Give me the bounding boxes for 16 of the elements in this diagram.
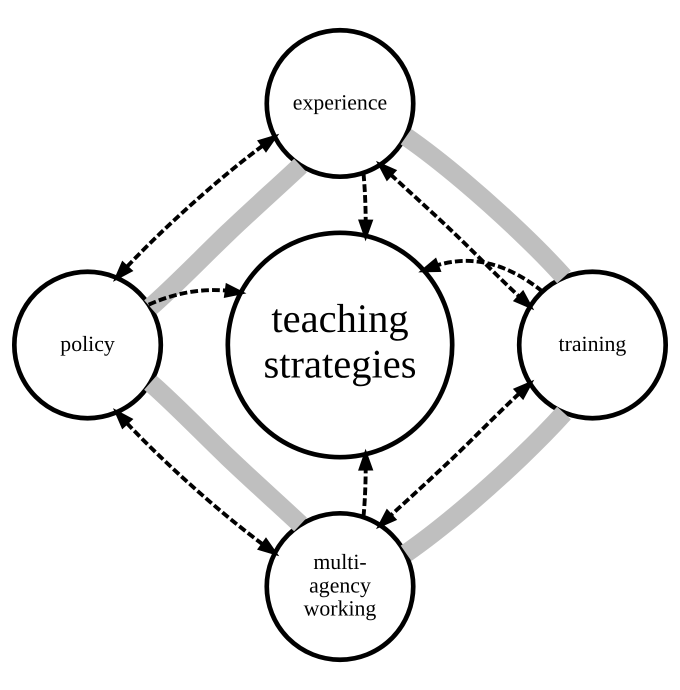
- arrow: [418, 258, 544, 294]
- node-circle: training: [516, 269, 668, 421]
- node-circle: teaching strategies: [225, 230, 455, 460]
- connector: [400, 129, 571, 284]
- arrow: [148, 282, 246, 306]
- arrow: [358, 448, 374, 518]
- connector: [144, 376, 307, 532]
- node-circle: policy: [12, 269, 164, 421]
- arrow: [376, 160, 534, 310]
- node-circle: experience: [264, 28, 416, 180]
- arrow: [376, 380, 534, 530]
- arrow: [112, 134, 280, 282]
- arrow: [358, 173, 374, 242]
- connector: [400, 406, 571, 561]
- node-circle: multi- agency working: [264, 510, 416, 662]
- arrow: [112, 408, 280, 556]
